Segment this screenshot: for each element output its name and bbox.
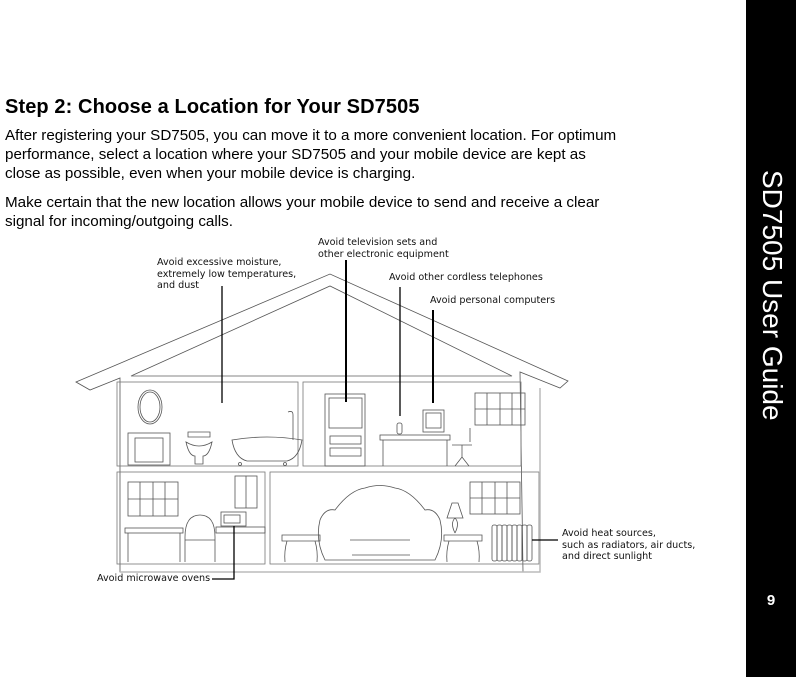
paragraph-2-line: signal for incoming/outgoing calls.: [5, 213, 233, 230]
callout-cordless: Avoid other cordless telephones: [389, 272, 543, 284]
callout-television: Avoid television sets and other electron…: [318, 237, 449, 260]
callout-line: Avoid personal computers: [430, 295, 556, 306]
sofa-icon: [317, 485, 443, 561]
office: [302, 381, 522, 467]
sidebar: SD7505 User Guide 9: [746, 0, 796, 677]
sidebar-title: SD7505 User Guide: [757, 170, 788, 421]
kitchen: [116, 471, 266, 565]
paragraph-1: After registering your SD7505, you can m…: [5, 126, 695, 183]
bathroom: [116, 381, 299, 467]
callout-line: such as radiators, air ducts,: [562, 539, 696, 551]
page-number: 9: [766, 592, 776, 609]
kitchen-chair-icon: [184, 514, 216, 562]
microwave-leader: [212, 526, 235, 580]
callout-line: and direct sunlight: [562, 551, 652, 562]
radiator-icon: [491, 524, 533, 562]
callout-line: extremely low temperatures,: [157, 268, 297, 280]
mirror-icon: [137, 389, 163, 425]
callout-line: and dust: [157, 280, 200, 291]
bathtub-icon: [231, 411, 303, 462]
callout-line: Avoid television sets and: [318, 237, 438, 248]
house-illustration: [75, 260, 569, 580]
paragraph-1-line: close as possible, even when your mobile…: [5, 165, 416, 182]
callout-heat: Avoid heat sources, such as radiators, a…: [562, 528, 695, 563]
chair-icon: [452, 428, 472, 467]
kitchen-table-icon: [124, 527, 184, 534]
callout-line: Avoid heat sources,: [562, 528, 656, 539]
toilet-icon: [185, 431, 213, 465]
callout-line: Avoid other cordless telephones: [389, 272, 543, 283]
paragraph-2: Make certain that the new location allow…: [5, 193, 695, 231]
desk-icon: [379, 434, 451, 441]
callout-line: Avoid microwave ovens: [97, 573, 211, 584]
paragraph-1-line: After registering your SD7505, you can m…: [5, 127, 617, 144]
phone-icon: [396, 422, 403, 435]
side-table-right-icon: [443, 534, 483, 563]
computer-icon: [422, 409, 445, 433]
living-room: [269, 471, 540, 565]
roof-outline: [75, 273, 569, 573]
paragraph-1-line: performance, select a location where you…: [5, 146, 586, 163]
lamp-icon: [446, 502, 464, 534]
callout-moisture: Avoid excessive moisture, extremely low …: [157, 257, 296, 292]
callout-microwave: Avoid microwave ovens: [97, 573, 210, 585]
page-title: Step 2: Choose a Location for Your SD750…: [5, 96, 420, 118]
side-table-left-icon: [281, 534, 321, 563]
callout-line: other electronic equipment: [318, 248, 449, 260]
callout-line: Avoid excessive moisture,: [157, 257, 282, 268]
callout-computers: Avoid personal computers: [430, 295, 555, 307]
paragraph-2-line: Make certain that the new location allow…: [5, 194, 600, 211]
